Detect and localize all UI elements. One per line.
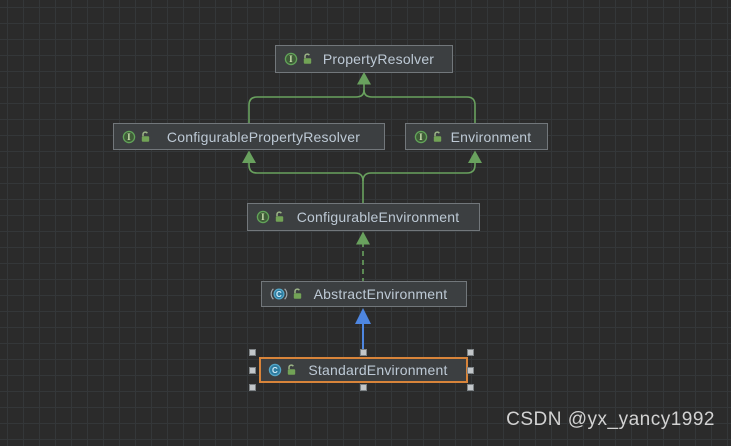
selection-handle-mid-left[interactable] [249,367,256,374]
node-label: ConfigurableEnvironment [296,209,460,225]
node-abstractenvironment[interactable]: C AbstractEnvironment [261,281,467,307]
node-icons: C [270,287,303,301]
svg-text:C: C [276,290,282,299]
interface-icon: I [414,130,428,143]
unlocked-icon [275,211,284,222]
node-label: Environment [450,128,532,145]
selection-handle-mid-right[interactable] [467,367,474,374]
node-label: ConfigurablePropertyResolver [166,128,361,145]
edge-configurablepropertyresolver-to-propertyresolver[interactable] [248,89,365,123]
implements-arrowhead [356,231,370,245]
svg-text:I: I [419,132,423,142]
svg-text:I: I [261,212,265,222]
selection-handle-bottom-center[interactable] [360,384,367,391]
selection-handle-top-left[interactable] [249,349,256,356]
node-icons: I [284,52,313,66]
node-label: AbstractEnvironment [313,286,448,302]
extends-class-arrowhead [355,308,371,324]
node-configurablepropertyresolver[interactable]: I ConfigurablePropertyResolver [113,123,385,150]
edge-environment-to-propertyresolver[interactable] [357,72,476,123]
node-label: StandardEnvironment [308,362,448,378]
node-icons: I [414,130,443,144]
class-icon: C [268,363,282,377]
abstract-class-icon: C [270,288,288,300]
edge-configurableenvironment-to-environment[interactable] [362,150,482,182]
extends-arrowhead [357,72,371,85]
selection-handle-bottom-right[interactable] [467,384,474,391]
edge-abstractenvironment-implements-configurableenvironment[interactable] [356,231,370,284]
node-icons: C [268,363,297,377]
unlocked-icon [141,130,150,142]
interface-icon: I [284,52,298,66]
interface-icon: I [256,210,270,224]
extends-arrowhead [468,150,482,163]
node-icons: I [122,130,151,144]
node-standardenvironment[interactable]: C StandardEnvironment [259,357,468,383]
node-propertyresolver[interactable]: I PropertyResolver [275,45,453,73]
watermark: CSDN @yx_yancy1992 [506,409,715,430]
interface-icon: I [122,130,136,143]
node-environment[interactable]: I Environment [405,123,548,150]
node-label: PropertyResolver [322,51,435,67]
node-icons: I [256,210,285,224]
unlocked-icon [287,364,296,375]
unlocked-icon [303,53,312,64]
extends-arrowhead [242,150,256,163]
selection-handle-bottom-left[interactable] [249,384,256,391]
node-configurableenvironment[interactable]: I ConfigurableEnvironment [247,203,480,231]
edge-configurableenvironment-to-configurablepropertyresolver[interactable] [242,150,364,204]
svg-text:I: I [127,132,131,142]
selection-handle-top-right[interactable] [467,349,474,356]
unlocked-icon [433,130,442,142]
selection-handle-top-center[interactable] [360,349,367,356]
unlocked-icon [293,288,302,299]
svg-text:C: C [272,366,278,375]
svg-text:I: I [289,54,293,64]
